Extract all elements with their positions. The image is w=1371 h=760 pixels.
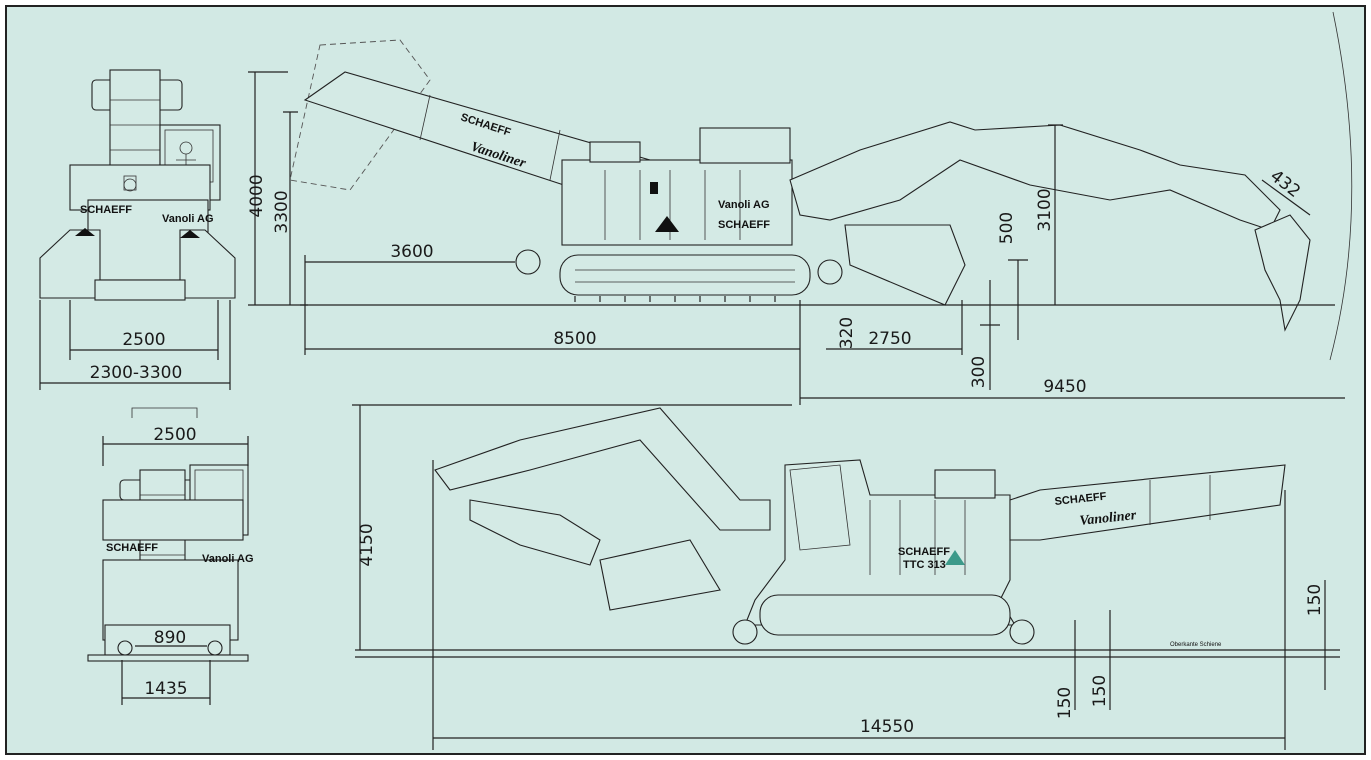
front-view: SCHAEFF Vanoli AG [39, 69, 236, 301]
dim-rear-gauge: 1435 [144, 679, 187, 699]
dim-side-320: 320 [837, 317, 857, 349]
rail-schaeff-label: SCHAEFF [1054, 491, 1107, 508]
dim-rear-890: 890 [154, 628, 186, 648]
dim-side-3100: 3100 [1035, 188, 1055, 231]
rail-top-label: Oberkante Schiene [1170, 642, 1222, 648]
side-schaeff-body-label: SCHAEFF [718, 219, 770, 231]
dim-side-reach: 9450 [1043, 377, 1086, 397]
dim-front-width-range: 2300-3300 [90, 363, 183, 383]
front-vanoli-label: Vanoli AG [162, 213, 214, 225]
dim-rail-150-b: 150 [1090, 675, 1110, 707]
rear-dimensions: 2500 890 1435 [102, 425, 249, 705]
tunnel-profile-arc [1329, 11, 1353, 361]
rear-vanoli-label: Vanoli AG [202, 553, 254, 565]
dim-side-300: 300 [969, 356, 989, 388]
rail-dimensions: 4150 150 150 150 14550 [352, 404, 1340, 750]
dim-rail-height: 4150 [357, 523, 377, 566]
dim-rail-150-c: 150 [1305, 584, 1325, 616]
dim-rail-150-a: 150 [1055, 687, 1075, 719]
front-dimensions: 4000 3300 2500 2300-3300 [39, 71, 308, 390]
side-vanoli-label: Vanoli AG [718, 199, 770, 211]
dim-side-500: 500 [997, 212, 1017, 244]
dim-front-height-total: 4000 [247, 174, 267, 217]
dim-rear-width: 2500 [153, 425, 196, 445]
front-schaeff-label: SCHAEFF [80, 204, 132, 216]
rail-view: SCHAEFF Vanoliner SCHAEFF TTC 313 Oberka… [434, 407, 1286, 648]
rear-schaeff-label: SCHAEFF [106, 542, 158, 554]
rail-schaeff-body-label: SCHAEFF [898, 546, 950, 558]
dim-side-length: 8500 [553, 329, 596, 349]
dim-side-axle-offset: 3600 [390, 242, 433, 262]
rail-model-label: TTC 313 [903, 559, 946, 571]
side-view: SCHAEFF Vanoliner Vanoli AG SCHAEFF [289, 39, 1311, 332]
dim-front-width-top: 2500 [122, 330, 165, 350]
dim-front-height-cab: 3300 [272, 190, 292, 233]
rail-vanoliner-label: Vanoliner [1079, 508, 1138, 529]
dim-side-2750: 2750 [868, 329, 911, 349]
rear-view: SCHAEFF Vanoli AG [87, 407, 254, 662]
dim-rail-length: 14550 [860, 717, 914, 737]
